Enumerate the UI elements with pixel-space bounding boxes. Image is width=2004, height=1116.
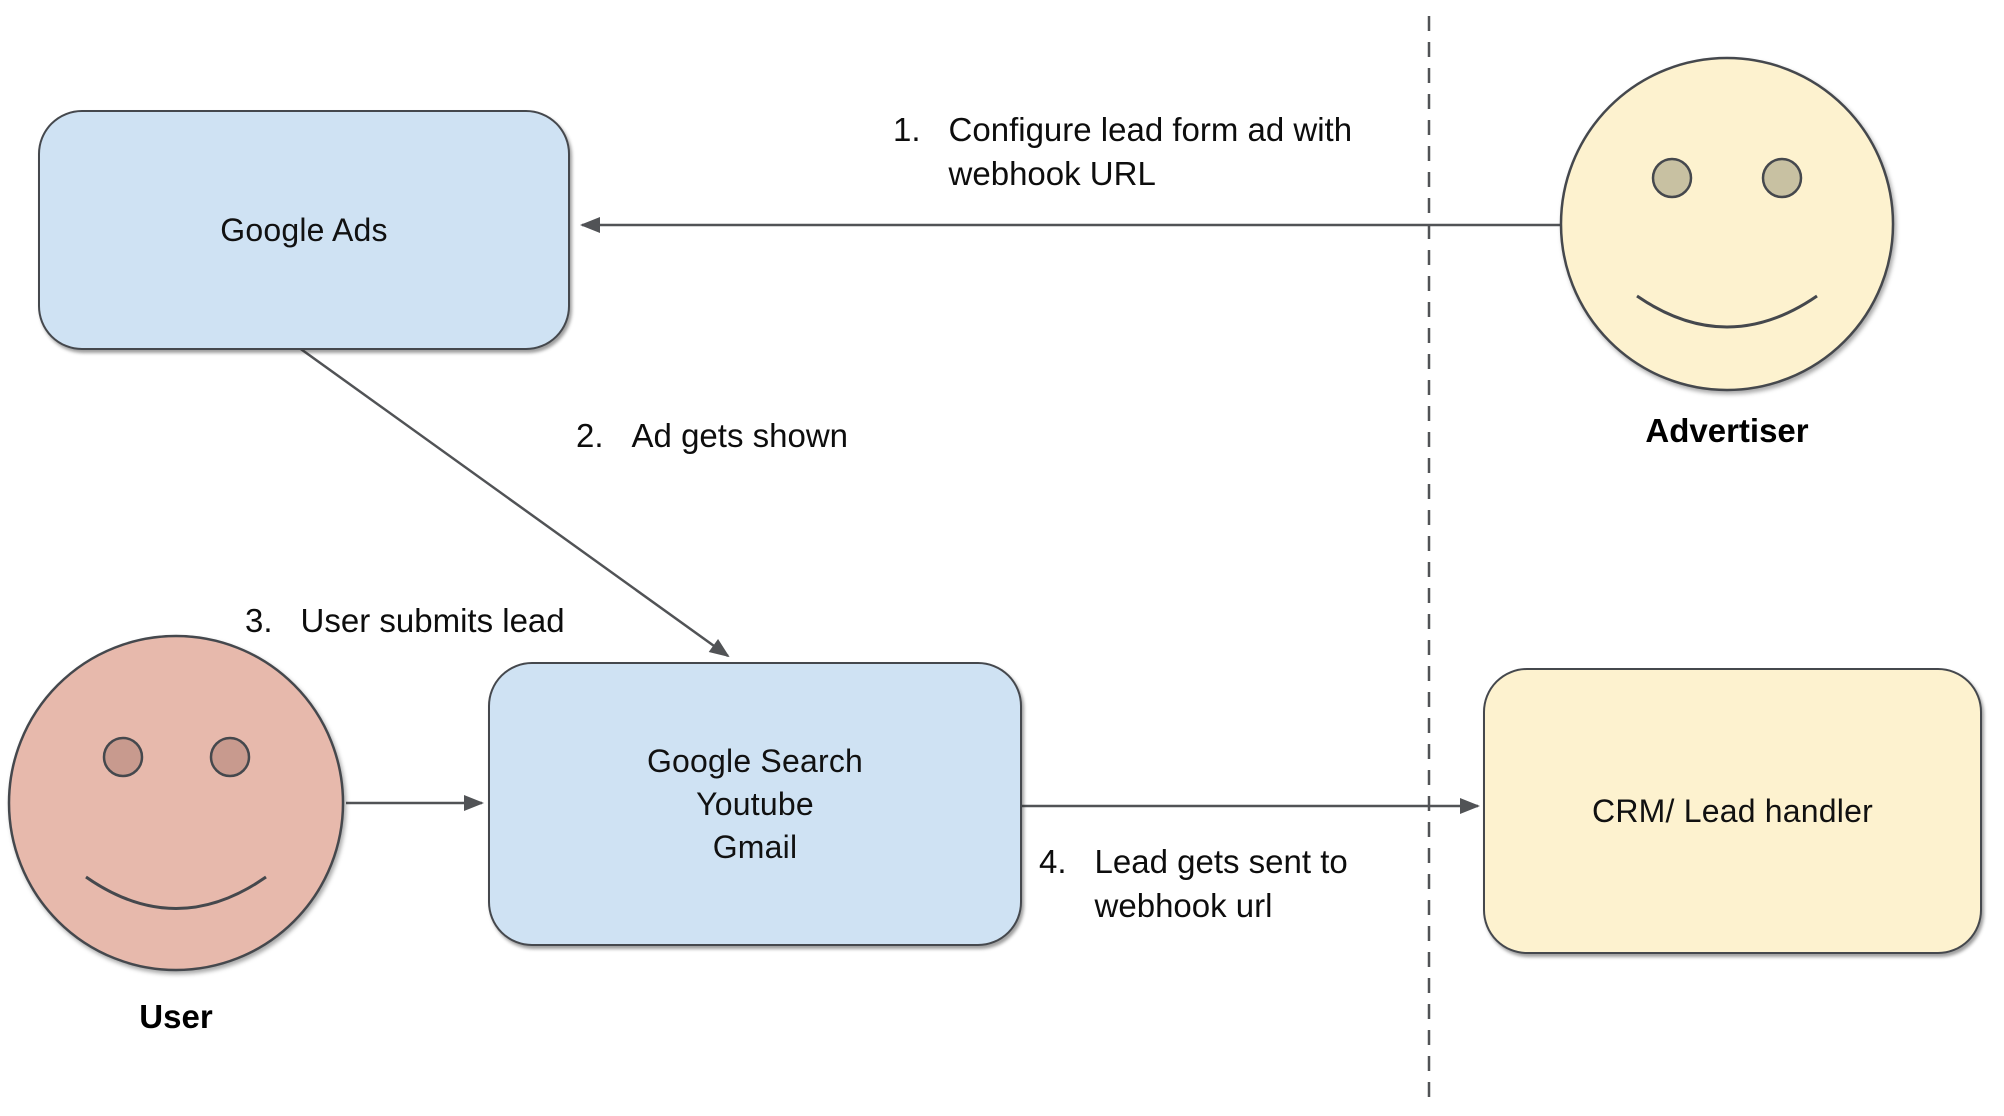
step1-text-line-2: webhook URL	[948, 155, 1156, 192]
crm-lead-handler-label: CRM/ Lead handler	[1592, 792, 1873, 829]
user-head-circle	[7, 634, 345, 972]
arrow-step2-google-ads-to-platforms	[297, 345, 730, 658]
user-left-eye	[102, 736, 144, 778]
advertiser-right-eye	[1761, 157, 1803, 199]
google-surfaces-node: Google Search Youtube Gmail	[488, 662, 1022, 946]
step4-text-line-1: Lead gets sent to	[1094, 843, 1348, 880]
step2-annotation: 2. Ad gets shown	[576, 414, 848, 458]
advertiser-head-circle	[1559, 56, 1895, 392]
advertiser-face	[1559, 56, 1895, 392]
step1-number: 1.	[893, 111, 921, 148]
user-actor-label: User	[139, 998, 213, 1035]
step4-text: Lead gets sent to webhook url	[1095, 840, 1348, 928]
step3-annotation: 3. User submits lead	[245, 599, 565, 643]
step3-text-line-1: User submits lead	[300, 602, 565, 639]
advertiser-left-eye	[1651, 157, 1693, 199]
step2-number: 2.	[576, 417, 604, 454]
step1-annotation: 1. Configure lead form ad with webhook U…	[893, 108, 1352, 196]
step3-number: 3.	[245, 602, 273, 639]
advertiser-actor-label: Advertiser	[1645, 412, 1809, 449]
user-smile	[85, 875, 267, 910]
step3-text: User submits lead	[301, 599, 565, 643]
user-face	[7, 634, 345, 972]
step4-number: 4.	[1039, 843, 1067, 880]
advertiser-smile	[1636, 294, 1818, 329]
step4-annotation: 4. Lead gets sent to webhook url	[1039, 840, 1348, 928]
google-surfaces-line-1: Google Search	[646, 742, 864, 779]
step4-text-line-2: webhook url	[1094, 887, 1273, 924]
step2-text-line-1: Ad gets shown	[631, 417, 848, 454]
google-ads-node: Google Ads	[38, 110, 570, 350]
google-surfaces-line-2: Youtube	[696, 785, 814, 822]
google-ads-node-label: Google Ads	[220, 211, 388, 248]
user-right-eye	[209, 736, 251, 778]
step1-text-line-1: Configure lead form ad with	[948, 111, 1353, 148]
step1-text: Configure lead form ad with webhook URL	[949, 108, 1353, 196]
crm-lead-handler-node: CRM/ Lead handler	[1483, 668, 1982, 954]
google-surfaces-line-3: Gmail	[712, 828, 798, 865]
step2-text: Ad gets shown	[632, 414, 848, 458]
